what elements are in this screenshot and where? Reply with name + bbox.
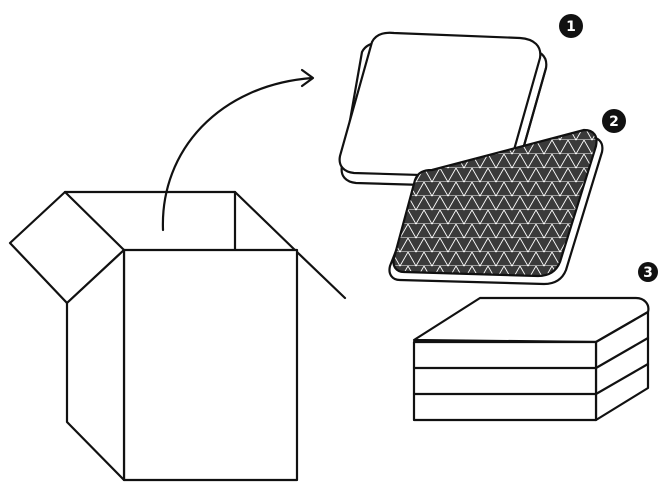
arrow-icon <box>161 68 315 232</box>
step-label-3: 3 <box>643 265 653 281</box>
step-badge-1: 1 <box>559 14 583 38</box>
step-badge-2: 2 <box>602 109 626 133</box>
top-pad-icon <box>338 31 548 189</box>
mesh-pad-icon <box>388 128 604 286</box>
step-badge-3: 3 <box>638 262 658 282</box>
stacked-pads-icon <box>412 296 650 422</box>
step-label-2: 2 <box>609 114 619 130</box>
step-label-1: 1 <box>566 19 576 35</box>
open-box-icon <box>8 190 347 482</box>
